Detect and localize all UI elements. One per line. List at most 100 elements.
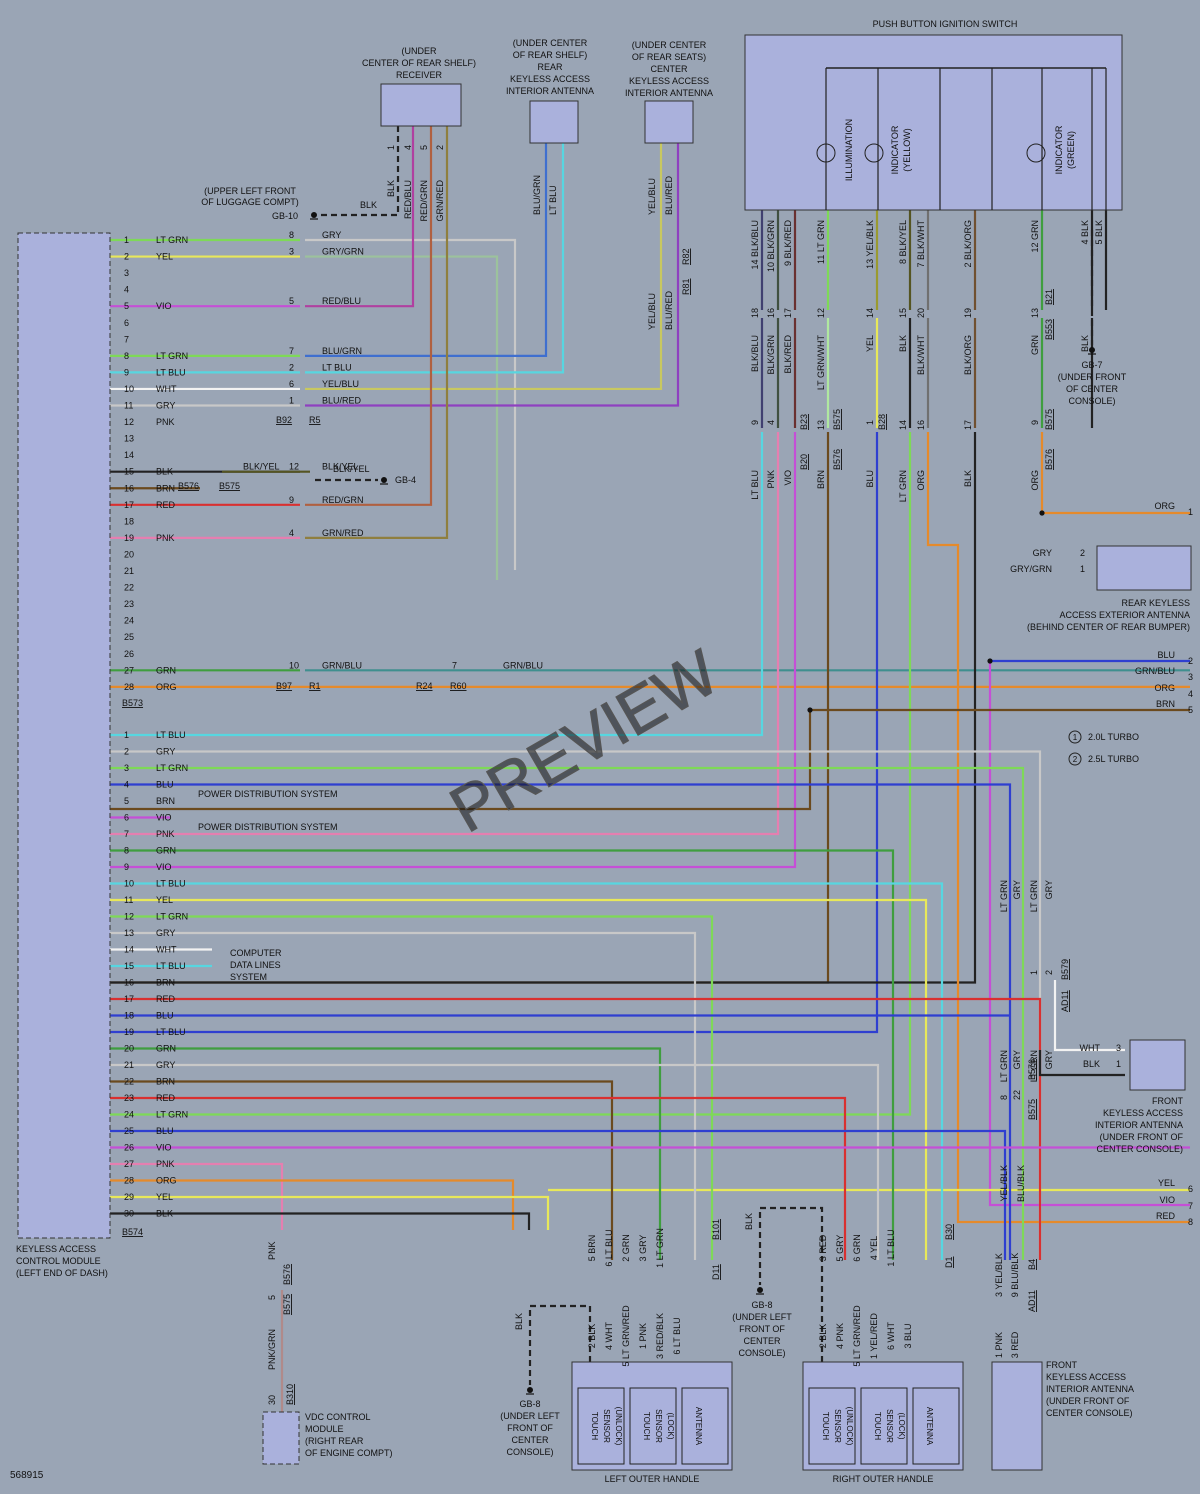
lower-pin-number: 1 [124, 730, 129, 740]
ground-caption: CENTER [743, 1336, 781, 1346]
right-vertical-pin: 22 [1012, 1090, 1022, 1100]
receiver-wire-label: BLK [386, 180, 396, 197]
connector-label: B553 [1044, 319, 1054, 340]
ign-wire-label: BLK/RED [783, 335, 793, 374]
connector-pin: 2 [1080, 548, 1085, 558]
ign-pin: 14 [898, 420, 908, 430]
lower-pin-color: VIO [156, 862, 172, 872]
front-antenna-bottom-caption: INTERIOR ANTENNA [1046, 1384, 1134, 1394]
handle-cell [860, 1387, 908, 1465]
lower-pin-number: 25 [124, 1126, 134, 1136]
wire-color-label: GRY [1033, 548, 1052, 558]
upper-pin-color: BRN [156, 483, 175, 493]
upper-pin-number: 18 [124, 516, 134, 526]
wire-color-label: BLK/YEL [333, 464, 370, 474]
wire-BLU/RED [305, 143, 680, 407]
ign-wire-label: BRN [816, 470, 826, 489]
connector-label: B92 [276, 415, 292, 425]
upper-pin-color: PNK [156, 417, 175, 427]
lower-pin-color: BLU [156, 780, 174, 790]
right-edge-number: 7 [1188, 1201, 1193, 1211]
right-vertical-label: LT GRN [999, 880, 1009, 912]
ign-pin: 17 [783, 308, 793, 318]
connector-pin: 1 [289, 396, 294, 406]
lower-pin-color: BRN [156, 796, 175, 806]
connector-pin: 12 [289, 462, 299, 472]
switch-label: (GREEN) [1066, 131, 1076, 169]
wire-color-label: GRN/BLU [322, 660, 362, 670]
upper-pin-number: 23 [124, 599, 134, 609]
connector-label: R1 [309, 681, 321, 691]
legend-text: 2.5L TURBO [1088, 754, 1139, 764]
right-edge-number: 8 [1188, 1217, 1193, 1227]
ground-dot [757, 1287, 763, 1293]
wire-color-label: YEL/BLU [322, 379, 359, 389]
wire-color-label: BLU/GRN [322, 346, 362, 356]
ign-wire-label: BLK/ORG [963, 335, 973, 375]
figure-id: 568915 [10, 1470, 44, 1481]
front-antenna-right-caption: INTERIOR ANTENNA [1095, 1120, 1183, 1130]
ign-pin: 13 [816, 420, 826, 430]
wire-lower-row [110, 1096, 847, 1260]
ign-wire-label: 13 YEL/BLK [865, 220, 875, 269]
antenna-wire-label: LT BLU [548, 185, 558, 215]
wire-front-ant-blk [1038, 1050, 1125, 1077]
rear-ext-caption: (BEHIND CENTER OF REAR BUMPER) [1027, 622, 1190, 632]
ign-pin: 9 [1030, 420, 1040, 425]
upper-pin-number: 15 [124, 467, 134, 477]
lower-pin-number: 12 [124, 912, 134, 922]
lower-pin-color: BRN [156, 978, 175, 988]
wire-color-label: GRY [322, 230, 341, 240]
lower-pin-number: 18 [124, 1011, 134, 1021]
upper-pin-number: 14 [124, 450, 134, 460]
lower-pin-number: 22 [124, 1077, 134, 1087]
keyless-access-control-module [17, 232, 111, 1239]
center-antenna-caption: INTERIOR ANTENNA [625, 88, 713, 98]
ign-wire-label: 11 LT GRN [816, 220, 826, 264]
ign-wire-label: LT GRN/WHT [816, 335, 826, 391]
ign-pin: 4 [766, 420, 776, 425]
ground-caption: CONSOLE) [1068, 396, 1115, 406]
rear-antenna-caption: OF REAR SHELF) [513, 50, 588, 60]
wire-receiver-blk [320, 126, 400, 217]
rear-antenna-caption: INTERIOR ANTENNA [506, 86, 594, 96]
wire-lower-row [110, 898, 928, 1260]
lower-pin-color: GRN [156, 846, 176, 856]
wire-color-label: GRY/GRN [322, 247, 364, 257]
rear-antenna-caption: KEYLESS ACCESS [510, 74, 590, 84]
handle-upper-label: 3 RED [818, 1234, 828, 1261]
right-edge-color: BRN [1156, 699, 1175, 709]
switch-label: INDICATOR [1054, 125, 1064, 174]
ign-wire-label: 7 BLK/WHT [916, 220, 926, 268]
front-ant-bottom-label: 3 RED [1010, 1331, 1020, 1358]
power-distribution-note: POWER DISTRIBUTION SYSTEM [198, 822, 338, 832]
upper-pin-number: 26 [124, 649, 134, 659]
receiver-pin: 1 [386, 145, 396, 150]
upper-pin-number: 20 [124, 549, 134, 559]
push-button-ignition-switch-box [744, 34, 1123, 211]
lower-pin-color: VIO [156, 813, 172, 823]
wire-RED/BLU [305, 126, 415, 308]
wire-gb8-right [758, 1206, 824, 1362]
wire-RED/GRN [305, 126, 433, 506]
ign-wire-label: ORG [1030, 470, 1040, 491]
connector-label: B23 [799, 414, 809, 430]
ign-pin: 16 [916, 420, 926, 430]
upper-pin-number: 6 [124, 318, 129, 328]
ign-wire-label: 14 BLK/BLU [750, 220, 760, 270]
vdc-wire-label: PNK/GRN [267, 1329, 277, 1370]
handle-upper-label: 2 GRN [621, 1234, 631, 1262]
ground-caption: (UNDER LEFT [500, 1411, 560, 1421]
legend-circle [1068, 730, 1082, 744]
connector-pin: 4 [289, 528, 294, 538]
vdc-pin: 5 [267, 1295, 277, 1300]
ign-drop-wire [110, 432, 977, 984]
handle-cell-label: SENSOR [654, 1409, 663, 1443]
right-edge-color: VIO [1159, 1195, 1175, 1205]
right-edge-number: 4 [1188, 689, 1193, 699]
front-antenna-bottom-caption: KEYLESS ACCESS [1046, 1372, 1126, 1382]
handle-cell-label: SENSOR [833, 1409, 842, 1443]
lower-pin-color: GRY [156, 747, 175, 757]
